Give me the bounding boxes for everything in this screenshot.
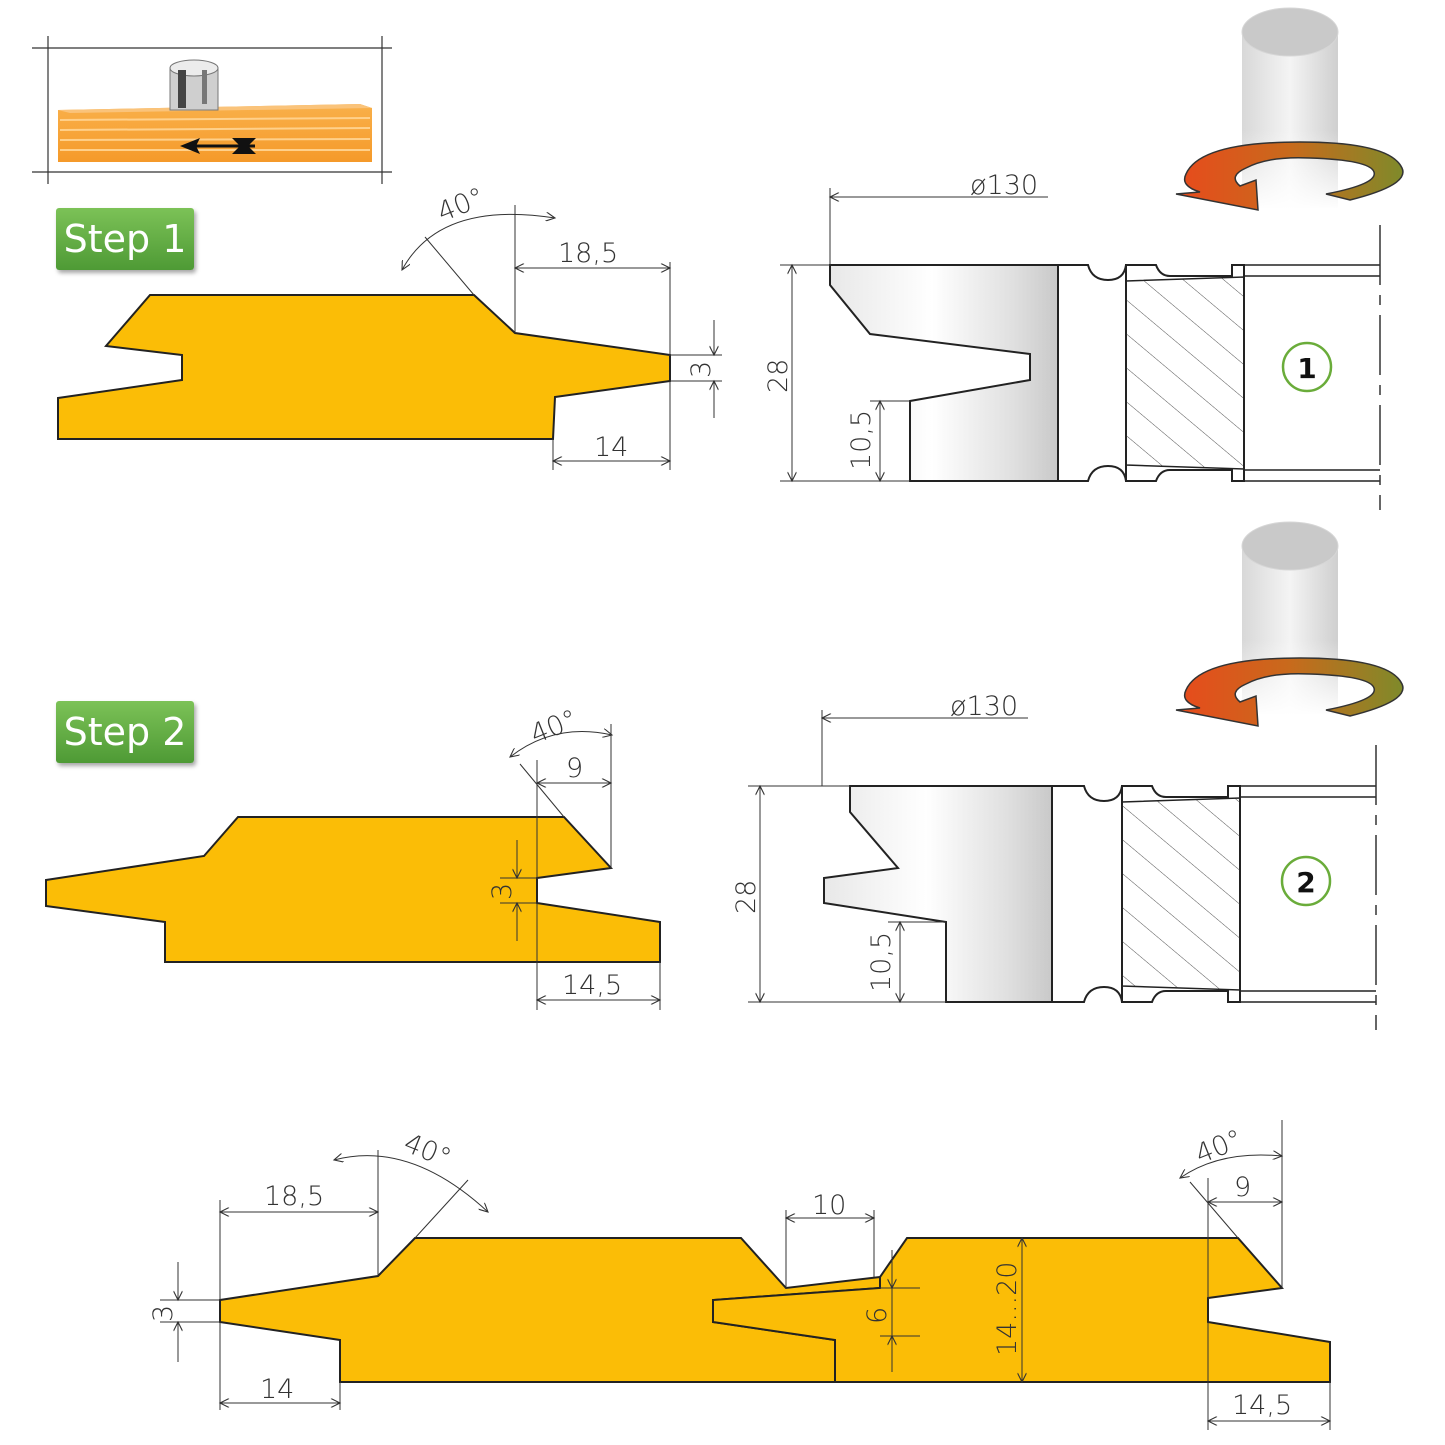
cutter2-number: 2 bbox=[1296, 866, 1315, 899]
step1-bottom-width: 14 bbox=[594, 432, 628, 463]
cutter2-diameter: ø130 bbox=[950, 691, 1018, 722]
cutter2-lower: 10,5 bbox=[866, 932, 897, 992]
cutter2-section: 2 ø130 28 10,5 bbox=[731, 691, 1377, 1030]
joint-groove-depth: 6 bbox=[862, 1307, 893, 1324]
joint-assembly: 40° 18,5 3 14 10 6 14...20 40° 9 14,5 bbox=[148, 1120, 1330, 1430]
cutter1-number: 1 bbox=[1297, 352, 1316, 385]
step1-tip: 3 bbox=[686, 361, 717, 378]
cutter1-section: 1 ø130 28 10,5 bbox=[763, 170, 1381, 510]
joint-angle-right: 40° bbox=[1191, 1124, 1247, 1171]
rotation-arrow-icon bbox=[1175, 657, 1404, 727]
joint-angle-left: 40° bbox=[399, 1128, 455, 1175]
cutter2-height: 28 bbox=[731, 880, 762, 914]
joint-right-bottom: 14,5 bbox=[1232, 1390, 1292, 1421]
step1-angle: 40° bbox=[433, 182, 489, 229]
cutter1-height: 28 bbox=[763, 359, 794, 393]
direction-arrow-icon bbox=[180, 138, 256, 154]
step2-angle: 40° bbox=[526, 704, 582, 751]
joint-groove-width: 10 bbox=[812, 1190, 846, 1221]
step2-bottom-width: 14,5 bbox=[562, 970, 622, 1001]
step1-top-width: 18,5 bbox=[558, 238, 618, 269]
step1-board bbox=[57, 294, 671, 440]
cutter1-number-badge: 1 bbox=[1281, 341, 1333, 393]
joint-tip: 3 bbox=[148, 1305, 179, 1322]
cutter1-diameter: ø130 bbox=[970, 170, 1038, 201]
rotation-arrow-icon bbox=[1175, 141, 1404, 211]
step2-top-width: 9 bbox=[566, 753, 583, 784]
step2-badge: Step 2 bbox=[56, 701, 194, 763]
step2-board bbox=[45, 816, 661, 963]
spindle-icon bbox=[1241, 521, 1339, 716]
step1-badge: Step 1 bbox=[56, 208, 194, 270]
joint-left-bottom: 14 bbox=[260, 1374, 294, 1405]
router-bit-icon bbox=[169, 59, 219, 111]
feed-sketch bbox=[32, 36, 392, 184]
cutter2-number-badge: 2 bbox=[1280, 855, 1332, 907]
joint-left-top: 18,5 bbox=[264, 1181, 324, 1212]
board-block bbox=[58, 104, 372, 162]
joint-thickness: 14...20 bbox=[992, 1262, 1023, 1356]
joint-right-top: 9 bbox=[1234, 1172, 1251, 1203]
cutter1-lower: 10,5 bbox=[846, 410, 877, 470]
step1-profile: 40° 18,5 3 14 bbox=[57, 182, 722, 470]
step2-groove: 3 bbox=[487, 883, 518, 900]
